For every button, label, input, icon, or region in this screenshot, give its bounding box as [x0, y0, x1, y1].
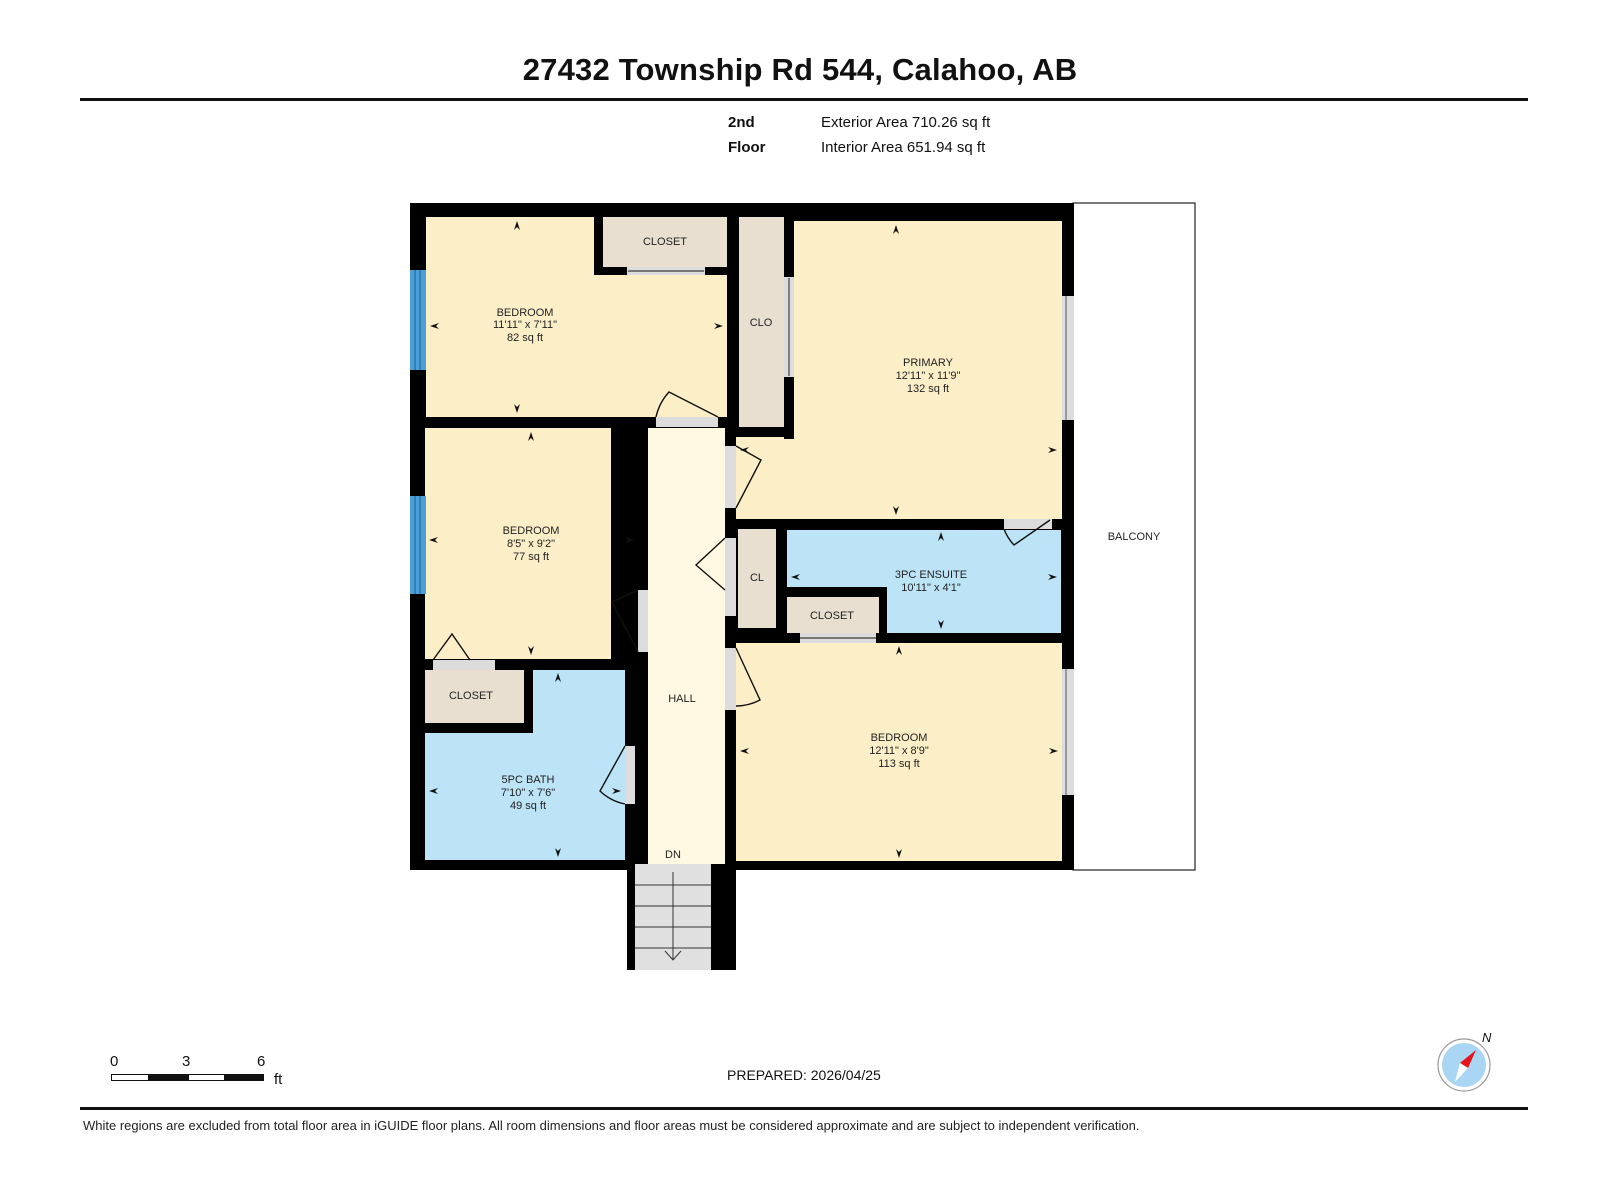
prepared-date: PREPARED: 2026/04/25	[727, 1067, 881, 1083]
label-ensuite-name: 3PC ENSUITE	[895, 569, 967, 581]
room-labels: BEDROOM 11'11" x 7'11" 82 sq ft CLOSET C…	[449, 236, 1161, 861]
scale-tick-0: 0	[110, 1053, 119, 1070]
door-swings	[432, 270, 1051, 805]
label-bedroom-2-name: BEDROOM	[503, 525, 560, 537]
label-bedroom-1-dims: 11'11" x 7'11"	[493, 319, 557, 331]
label-bath-area: 49 sq ft	[510, 800, 546, 812]
dimension-markers	[429, 221, 1058, 858]
page-title: 27432 Township Rd 544, Calahoo, AB	[522, 52, 1078, 87]
label-bedroom-1-name: BEDROOM	[497, 307, 554, 319]
scale-tick-3: 3	[182, 1053, 191, 1070]
label-bedroom-3-dims: 12'11" x 8'9"	[869, 745, 929, 757]
compass-icon: N	[1437, 1030, 1492, 1092]
room-bedroom-3	[736, 643, 1062, 861]
compass-north-label: N	[1482, 1030, 1492, 1045]
label-bedroom-3-name: BEDROOM	[871, 732, 928, 744]
floor-plan: BEDROOM 11'11" x 7'11" 82 sq ft CLOSET C…	[410, 202, 1196, 970]
scale-bar: 0 3 6 ft	[110, 1053, 310, 1103]
label-closet-1: CLOSET	[643, 236, 687, 248]
header-divider	[80, 98, 1528, 101]
room-hall	[648, 428, 725, 864]
room-clo	[739, 217, 784, 427]
label-bedroom-3-area: 113 sq ft	[878, 758, 919, 770]
label-primary-name: PRIMARY	[903, 357, 954, 369]
label-ensuite-dims: 10'11" x 4'1"	[901, 582, 961, 594]
label-closet-3: CLOSET	[449, 690, 493, 702]
label-bath-name: 5PC BATH	[502, 774, 555, 786]
room-balcony	[1072, 202, 1196, 871]
label-closet-2: CLOSET	[810, 610, 854, 622]
room-closet-2	[787, 597, 879, 633]
scale-tick-6: 6	[257, 1053, 266, 1070]
label-bath-dims: 7'10" x 7'6"	[501, 787, 555, 799]
label-bedroom-2-dims: 8'5" x 9'2"	[507, 538, 555, 550]
scale-unit: ft	[274, 1071, 283, 1088]
label-hall: HALL	[668, 693, 696, 705]
label-stairs-down: DN	[665, 849, 681, 861]
label-clo: CLO	[750, 317, 773, 329]
label-bedroom-1-area: 82 sq ft	[507, 332, 543, 344]
label-bedroom-2-area: 77 sq ft	[513, 551, 549, 563]
label-primary-area: 132 sq ft	[907, 383, 949, 395]
label-primary-dims: 12'11" x 11'9"	[896, 370, 961, 382]
label-cl: CL	[750, 572, 764, 584]
exterior-area: Exterior Area 710.26 sq ft	[821, 114, 991, 131]
room-primary	[794, 221, 1062, 519]
label-balcony: BALCONY	[1108, 531, 1161, 543]
staircase	[627, 864, 736, 970]
floor-label: 2nd Floor	[728, 114, 766, 156]
footer-divider	[80, 1107, 1528, 1110]
windows	[410, 270, 1074, 795]
room-bedroom-2	[425, 428, 611, 659]
room-cl	[738, 528, 776, 628]
interior-area: Interior Area 651.94 sq ft	[821, 139, 986, 156]
disclaimer-text: White regions are excluded from total fl…	[83, 1118, 1140, 1133]
room-closet-1	[603, 217, 727, 267]
